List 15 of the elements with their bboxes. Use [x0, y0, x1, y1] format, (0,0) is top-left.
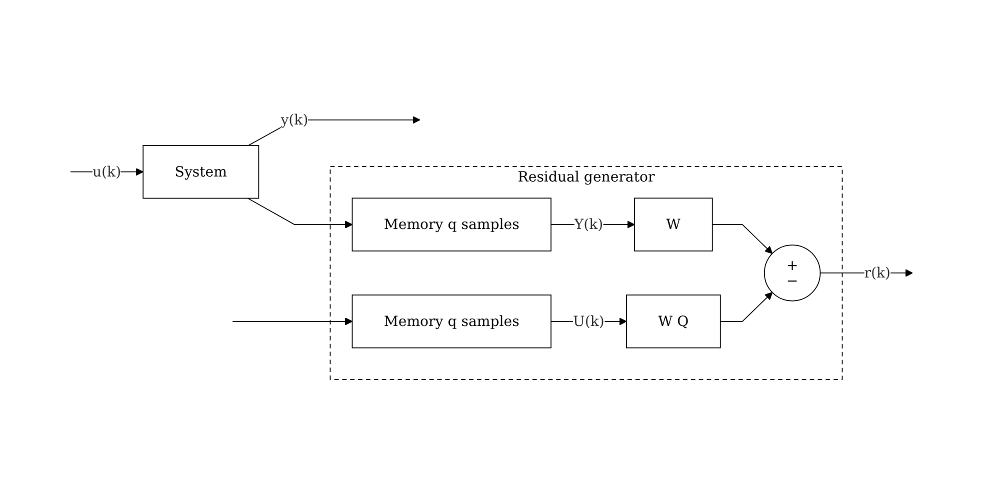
edge-label: U(k): [573, 312, 604, 330]
node-box: W: [634, 197, 713, 252]
node-box: Memory q samples: [352, 294, 552, 348]
edge-label: Y(k): [574, 216, 604, 232]
node-box: Memory q samples: [352, 197, 552, 252]
node-box: W Q: [626, 294, 721, 348]
edge-label: u(k): [92, 162, 122, 180]
arrow: [232, 317, 353, 326]
node-circle: + −: [764, 244, 821, 302]
edge-label: y(k): [280, 110, 308, 128]
edge-label: r(k): [864, 264, 891, 281]
arrow: [712, 224, 773, 254]
arrow: [720, 292, 773, 322]
arrow: [247, 198, 353, 228]
node-box: System: [142, 144, 260, 198]
